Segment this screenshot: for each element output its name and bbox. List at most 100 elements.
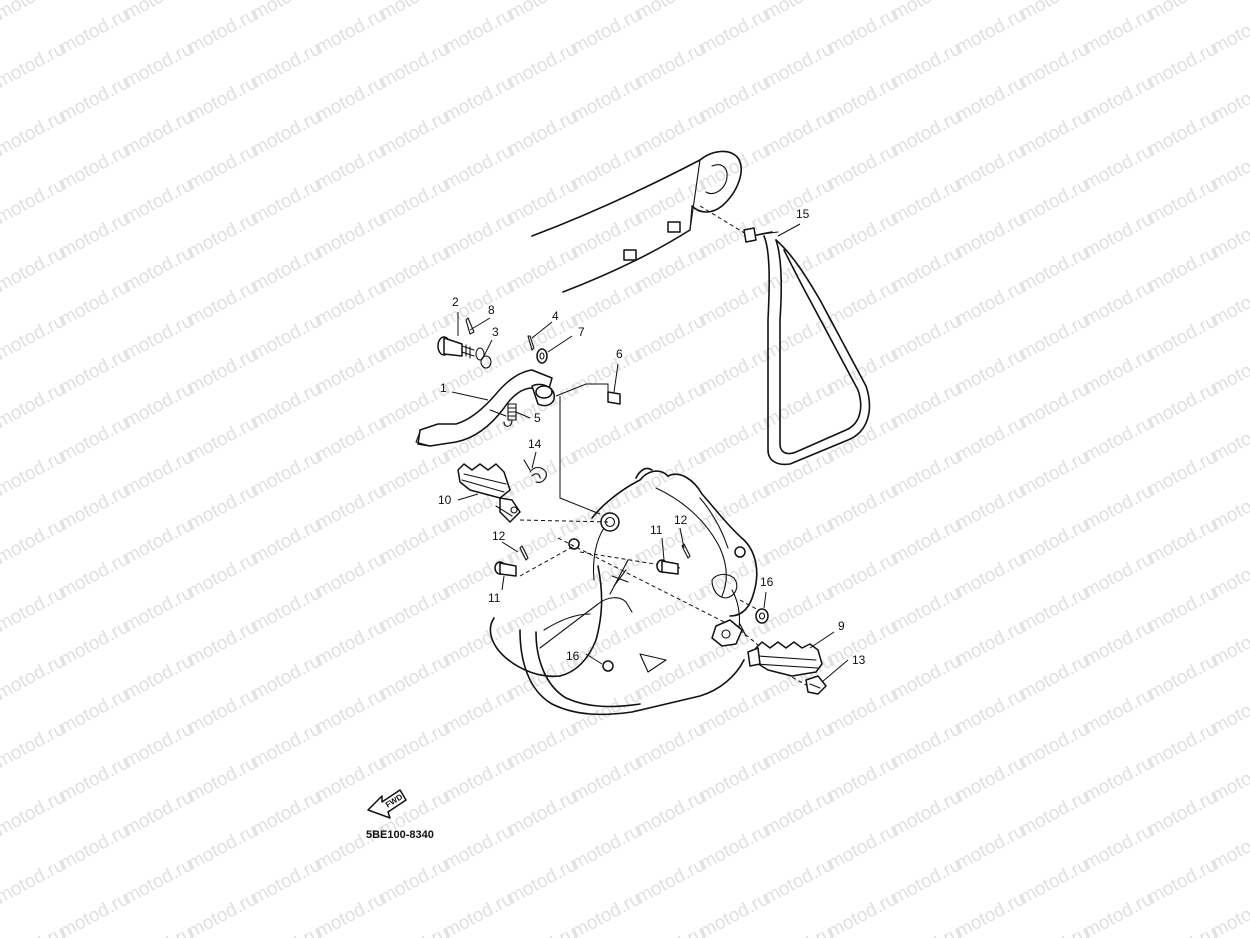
watermark-text: motod.ru [632, 107, 708, 161]
watermark-text: motod.ru [824, 889, 900, 938]
watermark-text: motod.ru [760, 379, 836, 433]
callout-8: 8 [488, 303, 495, 317]
watermark-text: motod.ru [1080, 685, 1156, 739]
watermark-text: motod.ru [0, 0, 69, 24]
callout-2: 2 [452, 295, 459, 309]
watermark-text: motod.ru [696, 73, 772, 127]
watermark-text: motod.ru [56, 5, 132, 59]
watermark-text: motod.ru [120, 923, 196, 938]
watermark-text: motod.ru [376, 243, 452, 297]
watermark-text: motod.ru [0, 583, 69, 637]
watermark-text: motod.ru [888, 0, 964, 24]
watermark-text: motod.ru [888, 243, 964, 297]
watermark-text: motod.ru [120, 0, 196, 24]
watermark-text: motod.ru [1080, 821, 1156, 875]
callout-14: 14 [528, 437, 542, 451]
pivot-bolt [437, 336, 475, 359]
watermark-text: motod.ru [1144, 515, 1220, 569]
watermark-text: motod.ru [376, 719, 452, 773]
watermark-text: motod.ru [120, 719, 196, 773]
callout-16-right: 16 [760, 575, 774, 589]
watermark-text: motod.ru [696, 889, 772, 938]
watermark-text: motod.ru [248, 719, 324, 773]
watermark-text: motod.ru [1144, 651, 1220, 705]
watermark-text: motod.ru [0, 311, 69, 365]
watermark-text: motod.ru [888, 39, 964, 93]
watermark-text: motod.ru [568, 345, 644, 399]
watermark-text: motod.ru [696, 141, 772, 195]
callout-7: 7 [578, 325, 585, 339]
watermark-text: motod.ru [120, 787, 196, 841]
footrest-pin-left [494, 545, 529, 577]
watermark-text: motod.ru [1080, 617, 1156, 671]
watermark-text: motod.ru [312, 73, 388, 127]
watermark-text: motod.ru [1080, 481, 1156, 535]
watermark-text: motod.ru [248, 379, 324, 433]
watermark-text: motod.ru [184, 345, 260, 399]
callout-13: 13 [852, 653, 866, 667]
watermark-text: motod.ru [632, 447, 708, 501]
watermark-text: motod.ru [56, 753, 132, 807]
watermark-text: motod.ru [824, 209, 900, 263]
watermark-text: motod.ru [1144, 243, 1220, 297]
watermark-text: motod.ru [504, 787, 580, 841]
watermark-text: motod.ru [440, 141, 516, 195]
watermark-text: motod.ru [952, 141, 1028, 195]
watermark-text: motod.ru [504, 923, 580, 938]
watermark-text: motod.ru [1144, 175, 1220, 229]
watermark-text: motod.ru [1016, 923, 1092, 938]
watermark-text: motod.ru [504, 243, 580, 297]
watermark-text: motod.ru [1080, 413, 1156, 467]
bolt [607, 391, 621, 405]
watermark-text: motod.ru [696, 5, 772, 59]
watermark-text: motod.ru [952, 345, 1028, 399]
watermark-text: motod.ru [632, 0, 708, 24]
side-stand [743, 227, 871, 466]
watermark-text: motod.ru [312, 685, 388, 739]
watermark-text: motod.ru [504, 175, 580, 229]
watermark-text: motod.ru [888, 379, 964, 433]
watermark-text: motod.ru [248, 515, 324, 569]
watermark-text: motod.ru [376, 923, 452, 938]
watermark-text: motod.ru [632, 515, 708, 569]
watermark-text: motod.ru [1080, 549, 1156, 603]
watermark-text: motod.ru [632, 719, 708, 773]
watermark-text: motod.ru [56, 413, 132, 467]
watermark-text: motod.ru [888, 923, 964, 938]
watermark-text: motod.ru [1016, 651, 1092, 705]
watermark-text: motod.ru [376, 175, 452, 229]
watermark-text: motod.ru [632, 855, 708, 909]
watermark-text: motod.ru [56, 345, 132, 399]
watermark-text: motod.ru [376, 651, 452, 705]
watermark-text: motod.ru [0, 787, 69, 841]
watermark-text: motod.ru [824, 549, 900, 603]
watermark-text: motod.ru [568, 889, 644, 938]
watermark-text: motod.ru [696, 345, 772, 399]
watermark-text: motod.ru [0, 39, 69, 93]
footrest-left [457, 463, 521, 523]
watermark-text: motod.ru [952, 277, 1028, 331]
watermark-text: motod.ru [248, 855, 324, 909]
watermark-text: motod.ru [440, 73, 516, 127]
watermark-text: motod.ru [184, 413, 260, 467]
watermark-text: motod.ru [696, 277, 772, 331]
watermark-text: motod.ru [1016, 311, 1092, 365]
watermark-text: motod.ru [312, 753, 388, 807]
callout-1: 1 [440, 381, 447, 395]
watermark-text: motod.ru [312, 5, 388, 59]
spring-clip [523, 459, 547, 483]
watermark-text: motod.ru [1016, 107, 1092, 161]
watermark-text: motod.ru [56, 549, 132, 603]
watermark-text: motod.ru [952, 413, 1028, 467]
watermark-text: motod.ru [248, 39, 324, 93]
watermark-text: motod.ru [248, 923, 324, 938]
watermark-text: motod.ru [248, 447, 324, 501]
watermark-text: motod.ru [56, 617, 132, 671]
leader-lines [451, 223, 849, 683]
watermark-text: motod.ru [248, 651, 324, 705]
watermark-text: motod.ru [1016, 175, 1092, 229]
watermark-text: motod.ru [120, 39, 196, 93]
watermark-text: motod.ru [120, 447, 196, 501]
watermark-text: motod.ru [376, 515, 452, 569]
